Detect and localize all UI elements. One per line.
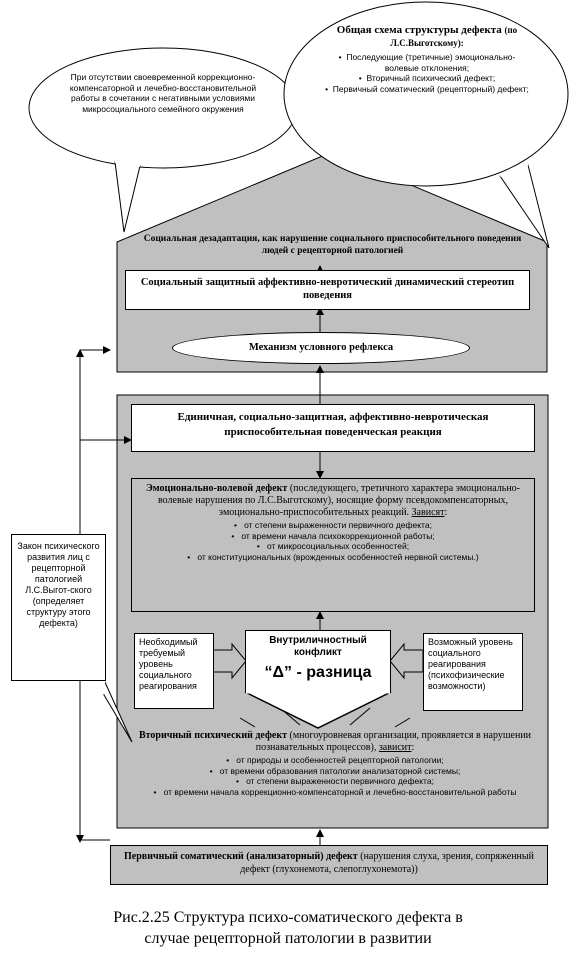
secondary-depends: зависит	[378, 742, 412, 753]
delta-label: “Δ” - разница	[264, 664, 372, 681]
secondary-list: • от природы и особенностей рецепторной …	[135, 755, 535, 797]
right-block-arrow	[389, 642, 424, 680]
caption-line-2: случае рецепторной патологии в развитии	[144, 930, 432, 947]
primary-desc: (нарушения слуха, зрения, сопряженный де…	[240, 851, 534, 875]
possible-level-box: Возможный уровень социального реагирован…	[423, 633, 523, 711]
emotional-item: • от степени выраженности первичного деф…	[234, 520, 432, 530]
emotional-list: • от степени выраженности первичного деф…	[138, 520, 528, 562]
primary-title: Первичный соматический (анализаторный) д…	[124, 851, 358, 862]
secondary-item: • от степени выраженности первичного деф…	[236, 776, 434, 786]
secondary-item: • от природы и особенностей рецепторной …	[226, 755, 444, 765]
emotional-depends: Зависят	[411, 507, 445, 518]
emotional-item: • от времени начала психокоррекционной р…	[231, 530, 435, 541]
primary-defect-box: Первичный соматический (анализаторный) д…	[110, 845, 548, 885]
stereotype-box: Социальный защитный аффективно-невротиче…	[125, 270, 530, 310]
conflict-title: Внутриличностный конфликт	[269, 635, 367, 658]
caption-line-1: Рис.2.25 Структура психо-соматического д…	[113, 909, 463, 926]
emotional-defect-box: Эмоционально-волевой дефект (последующег…	[131, 478, 535, 612]
conflict-pointer	[244, 690, 392, 729]
emotional-desc: (последующего, третичного характера эмоц…	[158, 483, 520, 518]
figure-caption: Рис.2.25 Структура психо-соматического д…	[20, 907, 556, 949]
right-cloud-content: Общая схема структуры дефекта (по Л.С.Вы…	[322, 24, 532, 94]
secondary-defect-block: Вторичный психический дефект (многоуровн…	[135, 730, 535, 797]
law-box: Закон психического развития лиц с рецепт…	[11, 534, 106, 681]
conflict-box: Внутриличностный конфликт “Δ” - разница	[245, 630, 391, 692]
left-block-arrow	[212, 642, 247, 680]
secondary-title: Вторичный психический дефект	[138, 730, 287, 741]
right-cloud-list: • Последующие (третичные) эмоционально-в…	[322, 52, 532, 94]
needed-level-box: Необходимый требуемый уровень социальног…	[134, 633, 214, 709]
right-cloud-title: Общая схема структуры дефекта (по Л.С.Вы…	[336, 24, 518, 48]
emotional-title: Эмоционально-волевой дефект	[146, 483, 288, 494]
right-cloud-item: • Первичный соматический (рецепторный) д…	[325, 83, 529, 94]
secondary-desc: (многоуровневая организация, проявляется…	[255, 730, 532, 753]
right-cloud-item: • Последующие (третичные) эмоционально-в…	[338, 52, 516, 73]
upper-block-shape	[116, 151, 548, 373]
right-cloud-shape	[283, 1, 569, 187]
right-cloud-item: • Вторичный психический дефект;	[358, 73, 496, 83]
reaction-box: Единичная, социально-защитная, аффективн…	[131, 404, 535, 452]
emotional-item: • от микросоциальных особенностей;	[256, 541, 410, 551]
emotional-item: • от конституциональных (врожденных особ…	[187, 551, 479, 562]
left-cloud-tail	[114, 161, 141, 233]
reflex-ellipse: Механизм условного рефлекса	[172, 332, 470, 364]
secondary-item: • от времени начала коррекционно-компенс…	[153, 786, 517, 797]
left-cloud-text: При отсутствии своевременной коррекционн…	[69, 72, 257, 114]
secondary-item: • от времени образования патологии анали…	[209, 765, 461, 776]
upper-block-title: Социальная дезадаптация, как нарушение с…	[143, 234, 522, 256]
